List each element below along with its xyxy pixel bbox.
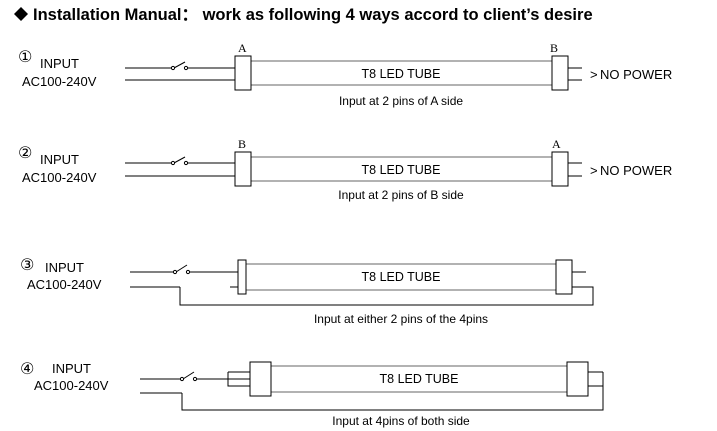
end-cap-left xyxy=(234,151,252,187)
end-label-left: B xyxy=(238,137,246,151)
way-caption: Input at 2 pins of B side xyxy=(338,188,464,202)
way-number: ③ xyxy=(20,257,34,274)
wiring xyxy=(130,264,594,306)
wiring xyxy=(140,371,604,411)
wiring xyxy=(125,61,235,81)
voltage-label: AC100-240V xyxy=(34,378,109,393)
way-caption: Input at 4pins of both side xyxy=(332,414,470,428)
way-caption: Input at either 2 pins of the 4pins xyxy=(314,312,488,326)
end-cap-left xyxy=(237,259,247,295)
end-label-left: A xyxy=(238,41,247,55)
end-cap-right xyxy=(551,55,569,91)
input-label: INPUT xyxy=(52,361,91,376)
input-label: INPUT xyxy=(40,56,79,71)
end-cap-right xyxy=(551,151,569,187)
way-1: ① INPUT AC100-240V A B T8 LED TUBE Input… xyxy=(18,41,672,108)
end-cap-left xyxy=(234,55,252,91)
end-cap-left xyxy=(249,361,272,397)
way-2: ② INPUT AC100-240V B A T8 LED TUBE Input… xyxy=(18,137,672,202)
end-cap-right xyxy=(566,361,589,397)
page-title: Installation Manual： work as following 4… xyxy=(33,6,593,24)
end-cap-right xyxy=(555,259,573,295)
no-power-label: NO POWER xyxy=(600,67,672,82)
tube-label: T8 LED TUBE xyxy=(362,163,441,177)
way-3: ③ INPUT AC100-240V T8 LED TUBE Input at … xyxy=(20,257,594,326)
input-label: INPUT xyxy=(45,260,84,275)
tube-label: T8 LED TUBE xyxy=(362,270,441,284)
way-number: ④ xyxy=(20,361,34,378)
no-power-symbol: > xyxy=(590,67,598,82)
tube-label: T8 LED TUBE xyxy=(362,67,441,81)
wiring xyxy=(125,156,235,177)
input-label: INPUT xyxy=(40,152,79,167)
tube-label: T8 LED TUBE xyxy=(380,372,459,386)
voltage-label: AC100-240V xyxy=(22,74,97,89)
end-label-right: B xyxy=(550,41,558,55)
diamond-bullet-icon xyxy=(14,7,28,21)
end-label-right: A xyxy=(552,137,561,151)
way-number: ① xyxy=(18,49,32,66)
way-4: ④ INPUT AC100-240V T8 LED TUBE Input at … xyxy=(20,361,604,428)
way-number: ② xyxy=(18,145,32,162)
voltage-label: AC100-240V xyxy=(22,170,97,185)
way-caption: Input at 2 pins of A side xyxy=(339,94,463,108)
voltage-label: AC100-240V xyxy=(27,277,102,292)
no-power-label: NO POWER xyxy=(600,163,672,178)
no-power-symbol: > xyxy=(590,163,598,178)
